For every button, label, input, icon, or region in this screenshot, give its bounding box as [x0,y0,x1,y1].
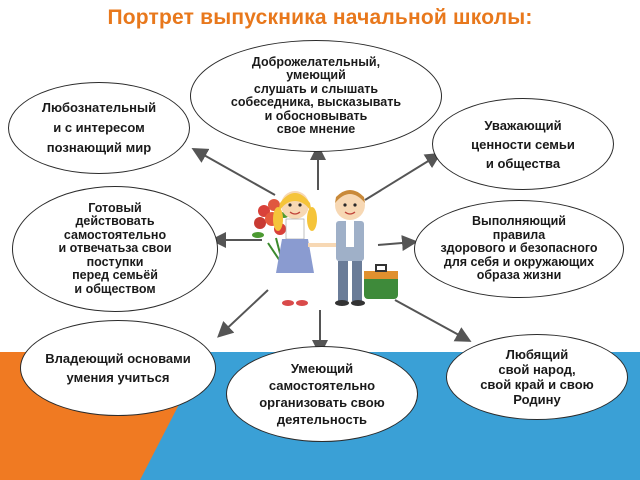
arrow-top-left [191,148,276,196]
quality-middle-right: Выполняющий правила здорового и безопасн… [414,200,624,298]
arrow-middle-right [377,235,418,251]
quality-top-text: Доброжелательный, умеющий слушать и слыш… [230,54,402,136]
girl-figure [273,191,317,306]
quality-middle-left-text: Готовый действовать самостоятельно и отв… [58,200,172,296]
quality-bottom-center: Умеющий самостоятельно организовать свою… [226,346,418,442]
schoolchildren-illustration [252,190,398,306]
quality-top: Доброжелательный, умеющий слушать и слыш… [190,40,442,152]
quality-bottom-right: Любящий свой народ, свой край и свою Род… [446,334,628,420]
boy-figure [335,190,365,306]
arrow-top-right [364,152,442,201]
quality-bottom-center-text: Умеющий самостоятельно организовать свою… [259,361,385,427]
briefcase-icon [364,264,398,299]
arrow-bottom-right [394,299,472,342]
quality-top-right: Уважающий ценности семьи и общества [432,98,614,190]
quality-top-left-text: Любознательный и с интересом познающий м… [41,100,157,155]
arrow-bottom-left [217,289,269,338]
quality-top-left: Любознательный и с интересом познающий м… [8,82,190,174]
quality-middle-left: Готовый действовать самостоятельно и отв… [12,186,218,312]
quality-bottom-right-text: Любящий свой народ, свой край и свою Род… [480,347,594,407]
quality-bottom-left-text: Владеющий основами умения учиться [45,351,191,385]
quality-bottom-left: Владеющий основами умения учиться [20,320,216,416]
quality-top-right-text: Уважающий ценности семьи и общества [471,117,575,171]
page-title: Портрет выпускника начальной школы: [107,6,533,29]
quality-middle-right-text: Выполняющий правила здорового и безопасн… [440,214,598,283]
